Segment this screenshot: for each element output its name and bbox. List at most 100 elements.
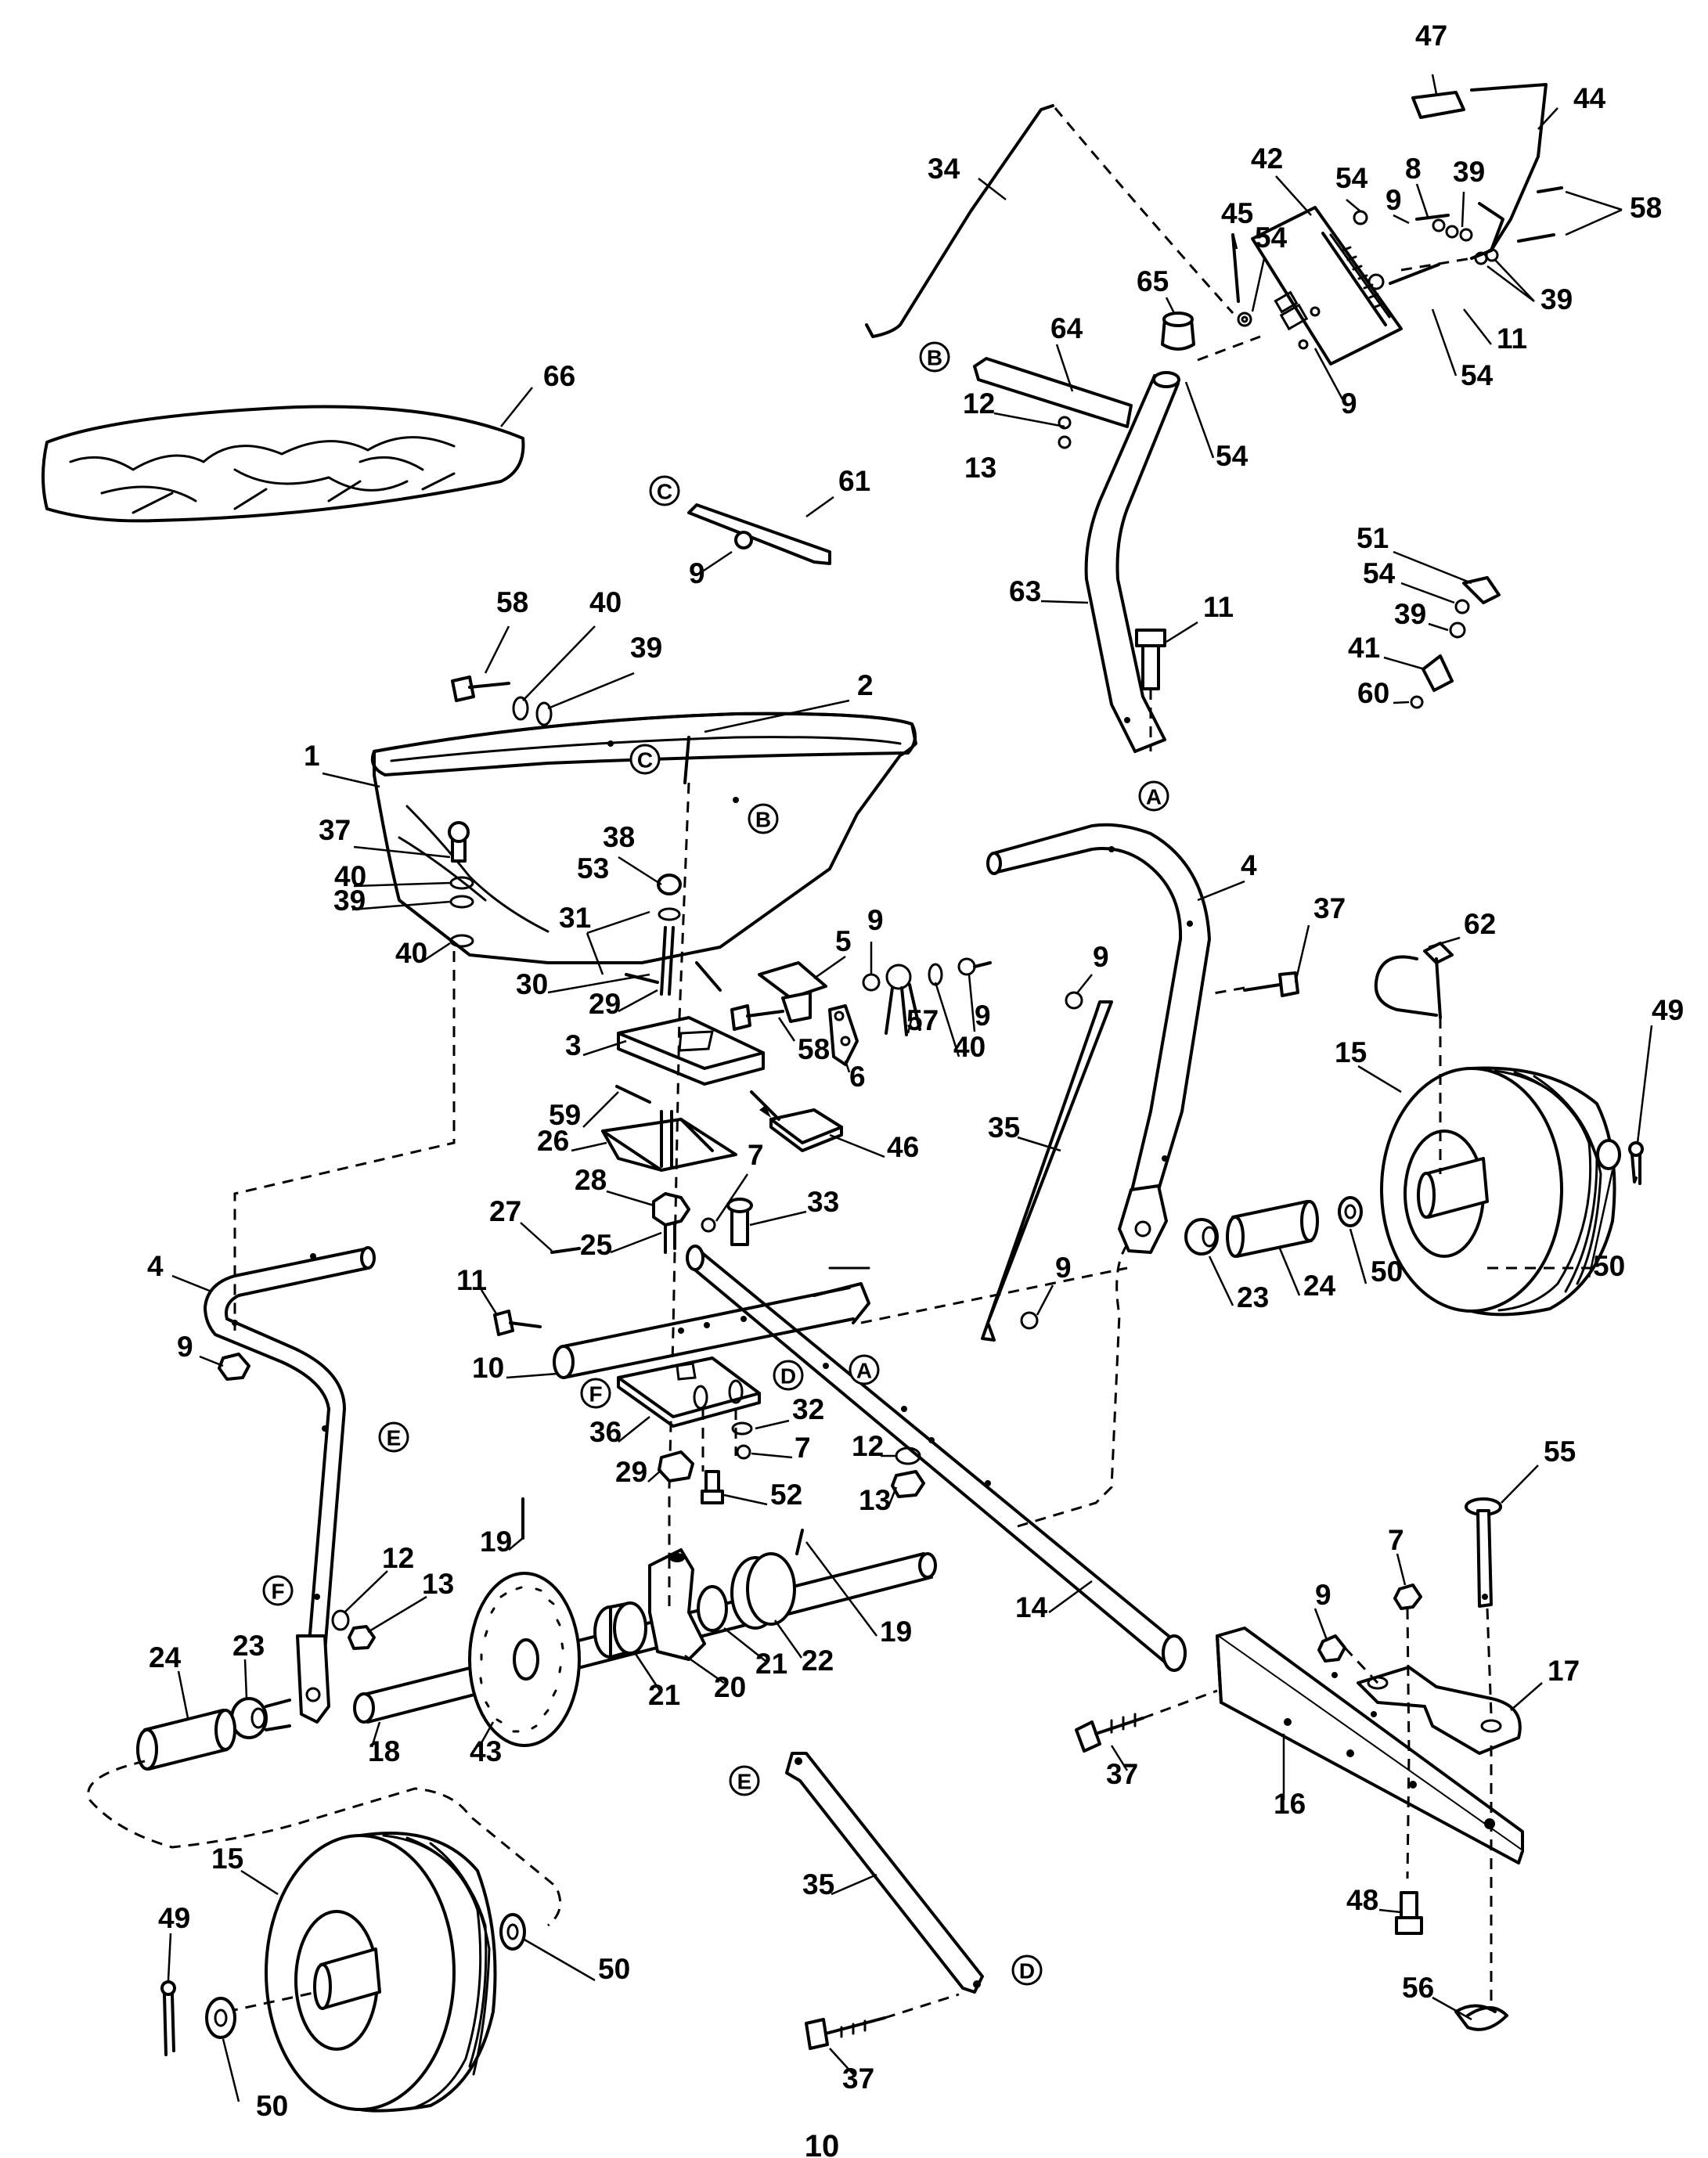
part-9-nut <box>862 973 881 992</box>
callout-55: 55 <box>1544 1436 1576 1468</box>
ref-marker-circle <box>773 1360 804 1391</box>
ref-marker-letter: B <box>755 808 771 832</box>
callout-54: 54 <box>1363 557 1396 589</box>
part-1-hopper <box>370 712 917 964</box>
callout-9: 9 <box>1341 387 1357 420</box>
part-6-link <box>828 1004 859 1066</box>
callout-48: 48 <box>1346 1884 1378 1916</box>
ref-marker-circle <box>378 1421 409 1453</box>
part-15-wheel-left <box>226 1832 497 2113</box>
callout-13: 13 <box>964 452 996 484</box>
callout-51: 51 <box>1357 522 1389 554</box>
part-42-control-plate <box>1251 206 1403 366</box>
ref-marker-E: E <box>729 1765 760 1796</box>
ref-marker-letter: F <box>589 1382 602 1407</box>
part-17-hitch-plate <box>1357 1666 1522 1755</box>
callout-53: 53 <box>577 852 609 884</box>
ref-marker-circle <box>729 1765 760 1796</box>
callout-28: 28 <box>575 1164 607 1196</box>
part-37-bolt-hitch <box>1075 1689 1218 1753</box>
callout-40: 40 <box>395 937 427 969</box>
part-66-hopper-cover <box>41 405 525 523</box>
part-23-bushing-right <box>1184 1218 1219 1256</box>
ref-marker-circle <box>629 744 661 775</box>
callout-50: 50 <box>1371 1256 1403 1288</box>
callout-19: 19 <box>880 1616 912 1648</box>
ref-marker-D: D <box>773 1360 804 1391</box>
callout-13: 13 <box>422 1568 454 1600</box>
ref-marker-circle <box>262 1575 294 1606</box>
part-9-nut-left <box>218 1353 250 1381</box>
callout-12: 12 <box>852 1430 884 1462</box>
ref-marker-letter: C <box>637 748 653 773</box>
callout-5: 5 <box>835 925 852 957</box>
part-50-washer <box>1338 1196 1363 1227</box>
assembly-line <box>1054 107 1234 314</box>
ref-marker-letter: E <box>387 1426 402 1450</box>
ref-marker-letter: D <box>780 1364 796 1389</box>
callout-29: 29 <box>589 988 621 1020</box>
ref-marker-letter: A <box>1146 785 1162 809</box>
callout-18: 18 <box>368 1735 400 1767</box>
callout-24: 24 <box>149 1641 182 1673</box>
callout-9: 9 <box>975 1000 991 1032</box>
part-2-screw <box>683 736 690 784</box>
callout-54: 54 <box>1216 440 1249 472</box>
callout-7: 7 <box>795 1432 811 1464</box>
callout-leader-lines <box>167 74 1653 2102</box>
callout-24: 24 <box>1303 1270 1336 1302</box>
part-10-crossbar <box>553 1266 1128 1379</box>
callout-9: 9 <box>1315 1579 1331 1611</box>
part-50-washer-right <box>1596 1139 1621 1170</box>
callout-57: 57 <box>906 1004 939 1036</box>
callout-35: 35 <box>802 1868 834 1900</box>
part-16-hitch-bracket <box>1216 1627 1524 1864</box>
part-4-handle-right <box>986 823 1211 1528</box>
callout-11: 11 <box>1497 322 1527 355</box>
ref-marker-A: A <box>849 1354 880 1385</box>
part-43-disk <box>468 1572 581 1747</box>
part-24-spacer-right <box>1226 1200 1319 1258</box>
callout-14: 14 <box>1015 1591 1048 1623</box>
callout-27: 27 <box>489 1195 521 1227</box>
callout-39: 39 <box>1453 156 1485 188</box>
callout-9: 9 <box>177 1331 193 1363</box>
callout-21: 21 <box>755 1648 787 1680</box>
callout-17: 17 <box>1548 1655 1580 1687</box>
ref-marker-letter: A <box>856 1359 872 1383</box>
callout-36: 36 <box>589 1416 622 1448</box>
ref-marker-D: D <box>1011 1954 1043 1986</box>
callout-3: 3 <box>565 1029 582 1061</box>
callout-52: 52 <box>770 1479 802 1511</box>
callout-39: 39 <box>1394 598 1426 630</box>
callout-4: 4 <box>1241 849 1257 881</box>
part-4-handle-left <box>204 1246 376 1724</box>
callout-49: 49 <box>1652 994 1684 1026</box>
part-56-hair-pin <box>1454 2004 1508 2031</box>
part-65-knob <box>1161 312 1195 351</box>
part-20-cam <box>648 1548 706 1661</box>
callout-12: 12 <box>963 387 995 420</box>
callout-40: 40 <box>589 586 622 618</box>
callout-2: 2 <box>857 669 874 701</box>
part-34-deflector-rod <box>865 104 1054 338</box>
part-64-bracket <box>973 357 1133 449</box>
callout-23: 23 <box>1237 1281 1269 1313</box>
ref-marker-C: C <box>629 744 661 775</box>
part-37-bolt-lower <box>805 1993 960 2050</box>
part-11-bolt <box>1135 629 1166 751</box>
callout-54: 54 <box>1461 359 1494 391</box>
callout-9: 9 <box>867 904 884 936</box>
callout-1: 1 <box>304 740 320 772</box>
ref-marker-C: C <box>649 475 680 506</box>
part-50-washer-left <box>499 1913 526 1951</box>
part-59-pin <box>615 1085 651 1104</box>
part-29-hex-nut <box>658 1450 694 1482</box>
callout-37: 37 <box>1313 892 1346 924</box>
callout-8: 8 <box>1405 153 1422 185</box>
callout-20: 20 <box>714 1671 746 1703</box>
callout-21: 21 <box>648 1679 680 1711</box>
callout-49: 49 <box>158 1902 190 1934</box>
ref-marker-letter: F <box>271 1580 284 1604</box>
